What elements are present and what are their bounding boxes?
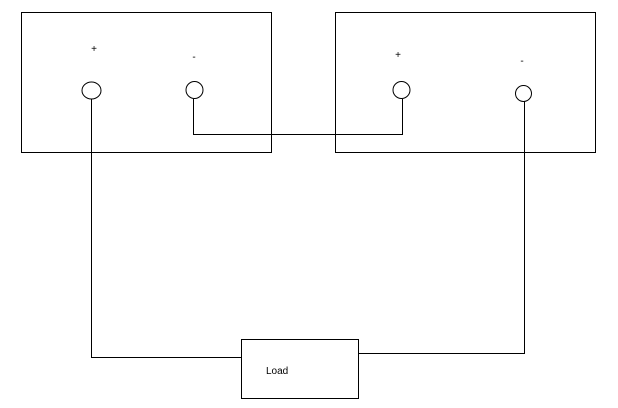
battery-left-positive-terminal	[81, 81, 102, 100]
battery-left-negative-terminal	[185, 81, 204, 99]
wire-right-negative-to-load	[359, 101, 525, 354]
battery-right-body	[335, 12, 596, 153]
wire-series-link	[193, 99, 403, 135]
battery-right-negative-label: -	[520, 56, 523, 67]
wires	[91, 99, 525, 358]
battery-right-positive-label: +	[395, 50, 401, 61]
battery-right-positive-terminal	[392, 81, 411, 99]
load-body	[241, 339, 359, 399]
battery-left-negative-label: -	[192, 52, 195, 63]
load: Load	[241, 339, 359, 399]
load-label: Load	[266, 366, 288, 377]
battery-left-positive-label: +	[91, 44, 97, 55]
wire-left-positive-to-load	[91, 99, 241, 358]
battery-left: + -	[21, 12, 272, 153]
battery-right-negative-terminal	[515, 85, 532, 102]
battery-left-body	[21, 12, 272, 153]
battery-right: + -	[335, 12, 596, 153]
